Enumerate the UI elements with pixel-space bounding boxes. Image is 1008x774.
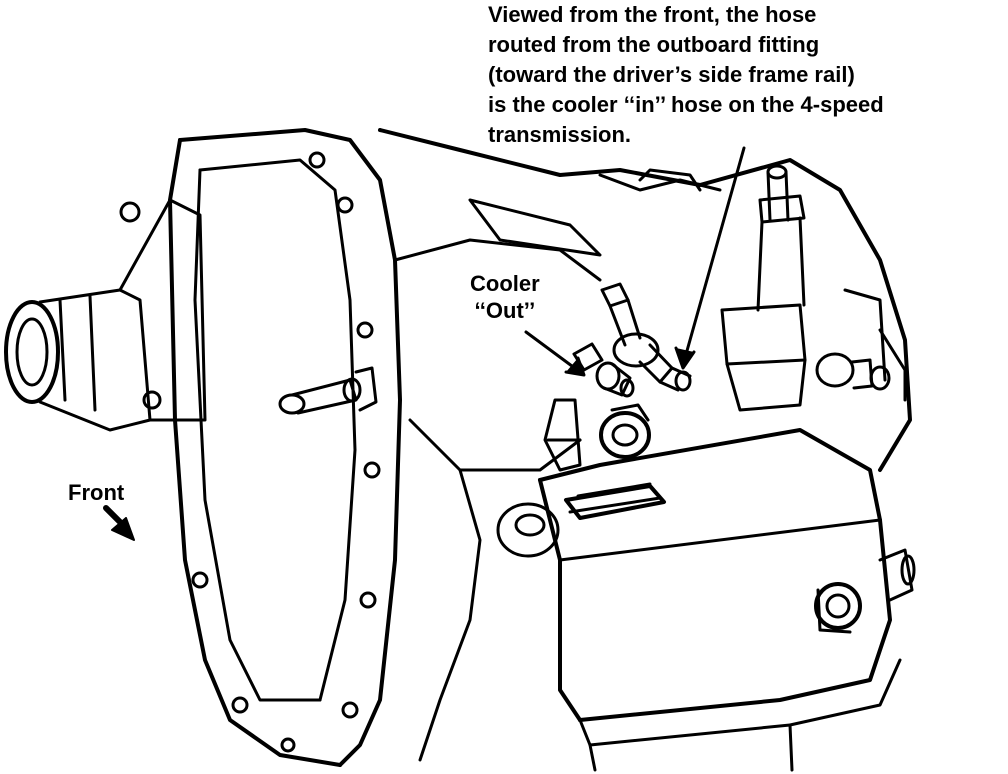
selector-shaft	[720, 164, 807, 412]
note-line: Viewed from the front, the hose	[488, 2, 817, 27]
cooler-in-arrowhead	[674, 346, 696, 370]
cooler-out-label: Cooler ‘‘Out’’	[470, 270, 540, 324]
front-label: Front	[68, 480, 125, 505]
transmission-case	[378, 128, 912, 762]
front-direction-arrow	[103, 505, 135, 541]
cooler-out-line: Cooler	[470, 271, 540, 296]
callout-arrows	[524, 146, 746, 377]
side-bolt	[815, 288, 907, 402]
cooler-out-line: ‘‘Out’’	[474, 298, 536, 323]
cooler-in-leader	[681, 146, 746, 367]
output-shaft-housing	[4, 198, 207, 432]
note-line: is the cooler ‘‘in’’ hose on the 4-speed	[488, 92, 884, 117]
note-line: routed from the outboard fitting	[488, 32, 820, 57]
note-line: transmission.	[488, 122, 632, 147]
cooler-fittings	[543, 282, 692, 472]
cooler-in-note: Viewed from the front, the hose routed f…	[488, 0, 884, 150]
cooler-out-leader	[524, 330, 582, 374]
bell-housing	[168, 128, 402, 767]
input-shaft	[278, 366, 378, 415]
cooler-out-arrowhead	[564, 356, 586, 377]
oil-pan	[496, 428, 916, 772]
note-line: (toward the driver’s side frame rail)	[488, 62, 855, 87]
